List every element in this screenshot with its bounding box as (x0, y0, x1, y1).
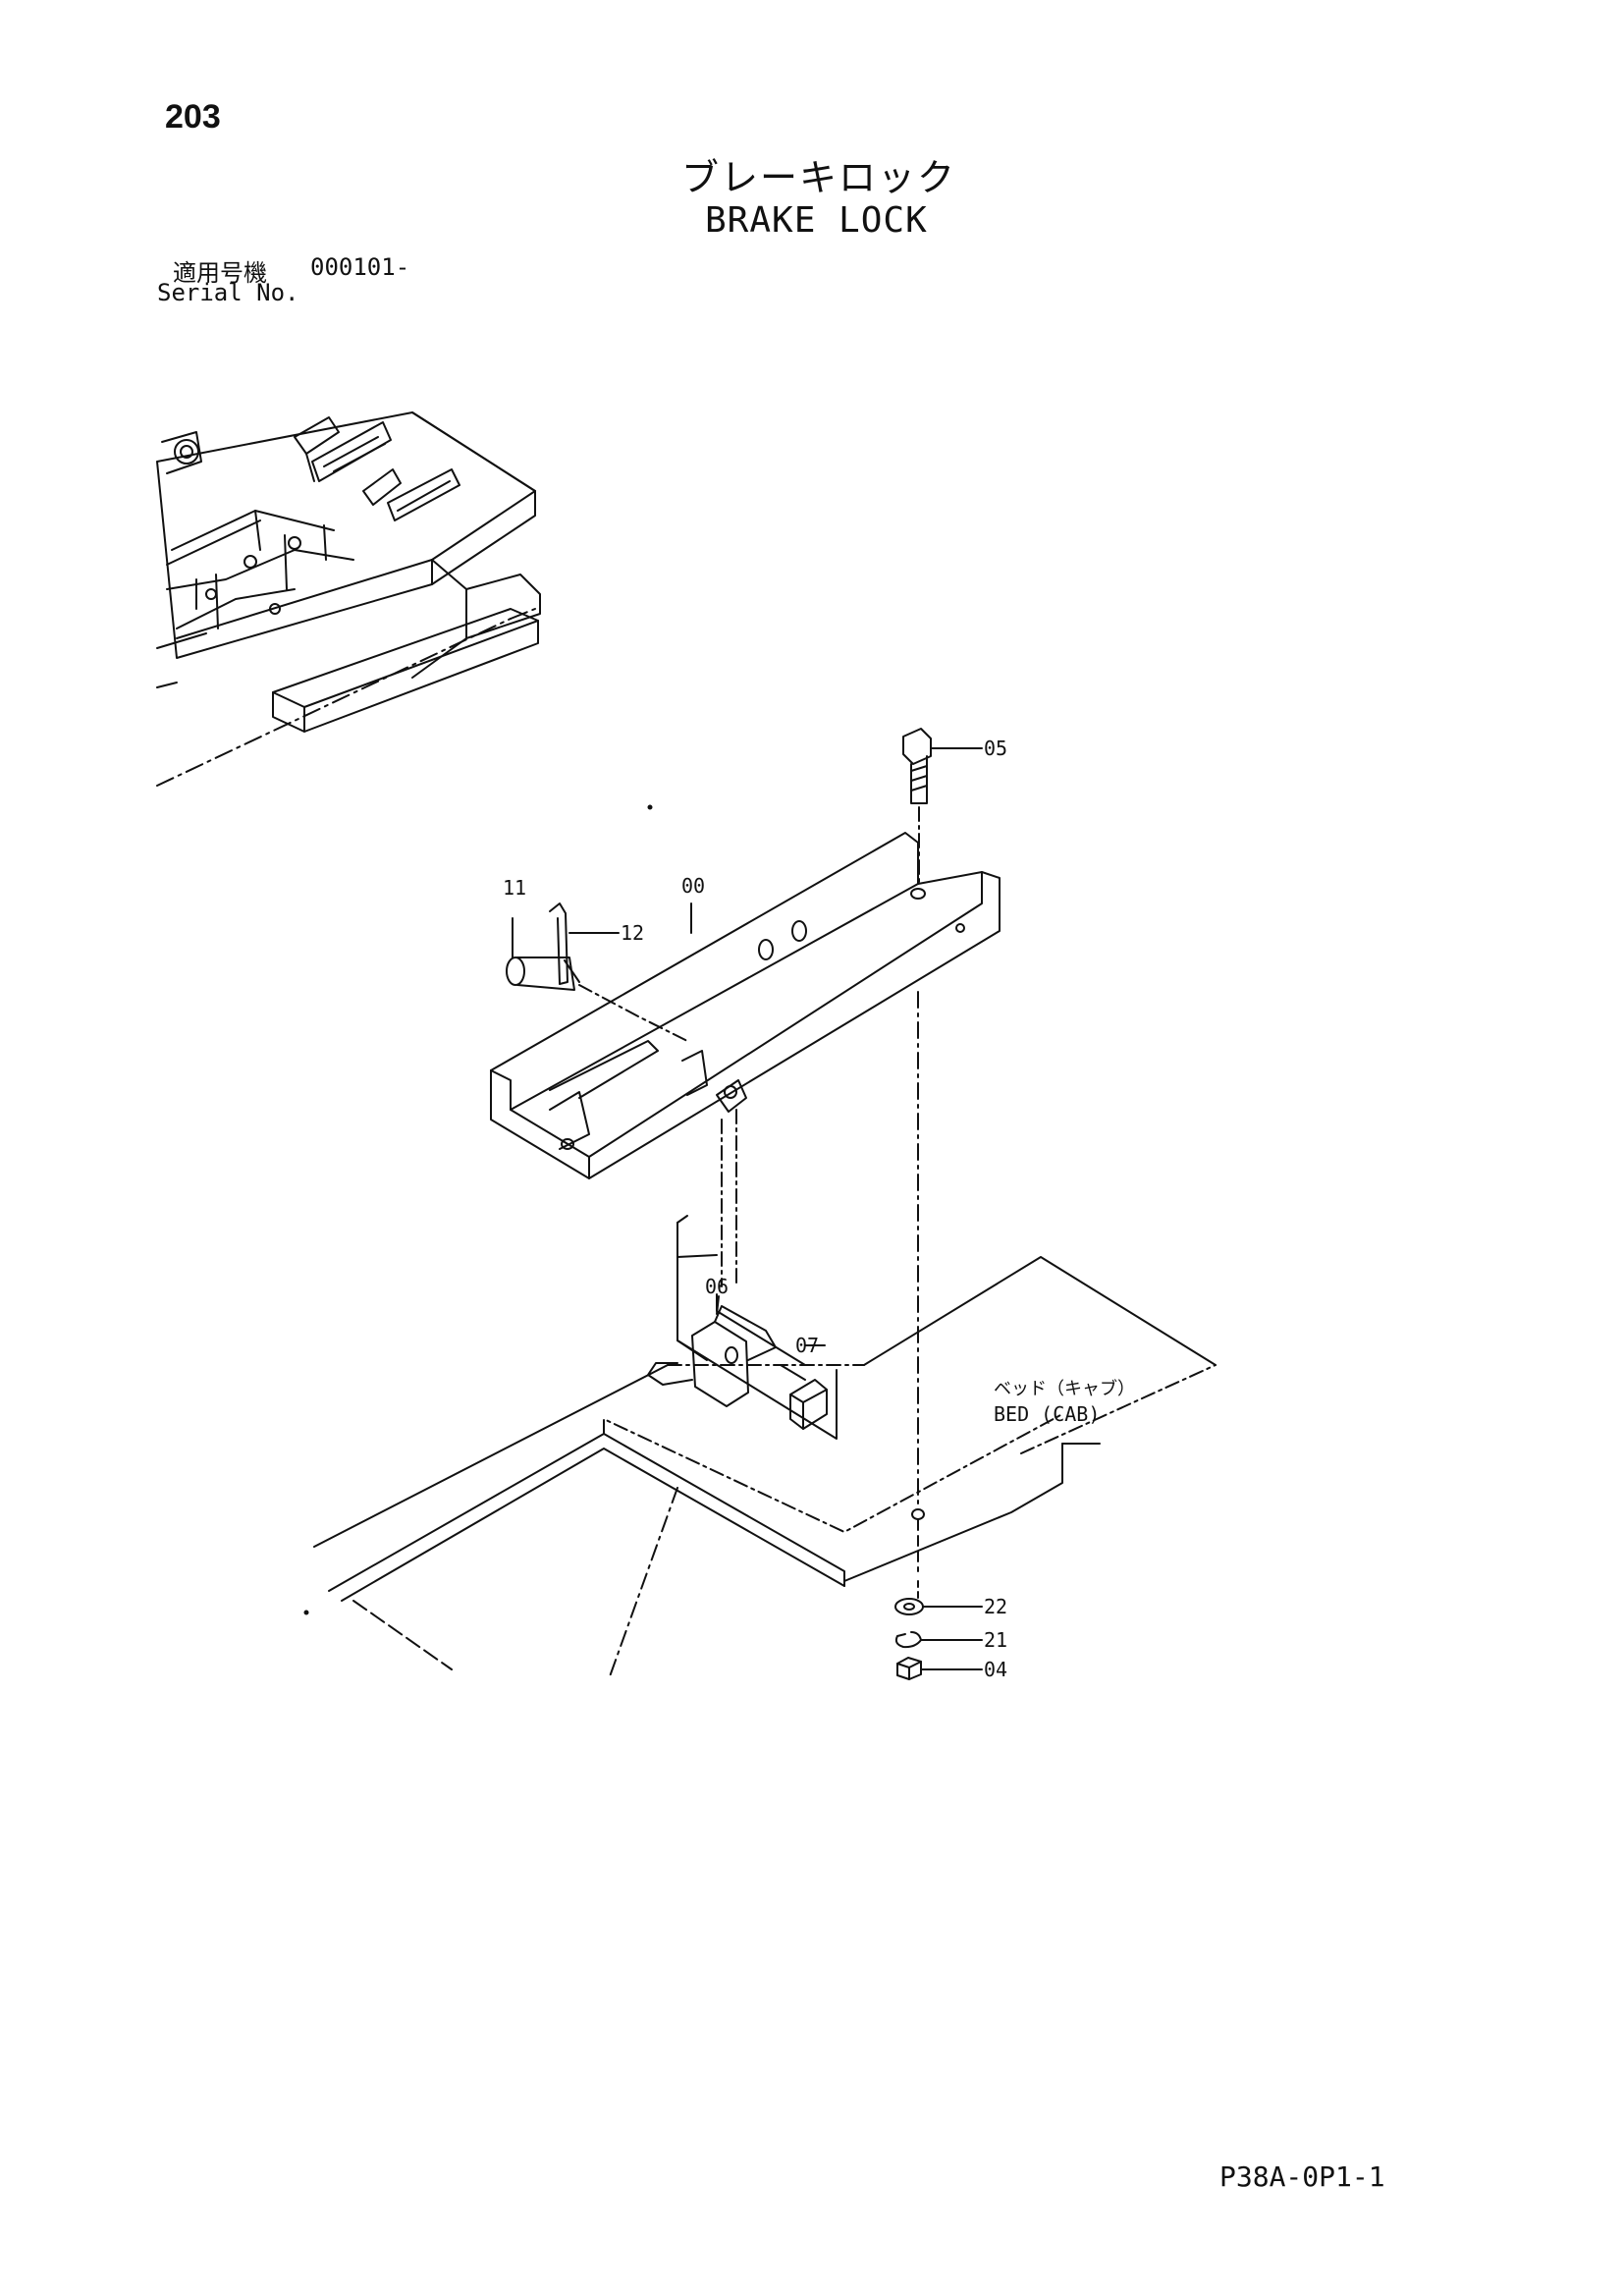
page-number: 203 (165, 98, 221, 136)
serial-value: 000101- (310, 253, 410, 281)
title-japanese: ブレーキロック (681, 156, 957, 199)
part-22-washer (894, 1598, 983, 1615)
label-part-22: 22 (984, 1595, 1008, 1618)
label-part-12: 12 (621, 921, 645, 945)
part-06-stop-plate (647, 1109, 838, 1440)
serial-label-japanese: 適用号機 (173, 259, 267, 287)
label-part-05: 05 (984, 737, 1008, 760)
label-part-06: 06 (705, 1275, 730, 1298)
footer-drawing-code: P38A-0P1-1 (1219, 2160, 1385, 2193)
label-bed-english: BED (CAB) (994, 1402, 1101, 1426)
label-part-21: 21 (984, 1628, 1008, 1652)
console-assembly-drawing (156, 411, 541, 787)
part-07-collar (789, 1344, 828, 1430)
title-english: BRAKE LOCK (705, 200, 928, 241)
bed-cab-floor (303, 804, 1217, 1680)
label-part-04: 04 (984, 1658, 1008, 1681)
label-bed-japanese: ベッド（キャブ） (994, 1379, 1135, 1399)
part-21-spring-washer (894, 1631, 983, 1649)
label-part-00: 00 (681, 874, 706, 898)
part-04-nut (896, 1580, 983, 1680)
label-part-07: 07 (795, 1334, 820, 1357)
part-05-bolt (902, 728, 983, 885)
label-part-11: 11 (503, 876, 527, 900)
part-11-pin (506, 917, 688, 1042)
serial-label-english: Serial No. (157, 279, 299, 306)
part-12-cotter-pin (549, 902, 620, 985)
part-00-channel-bracket (490, 832, 1001, 1179)
